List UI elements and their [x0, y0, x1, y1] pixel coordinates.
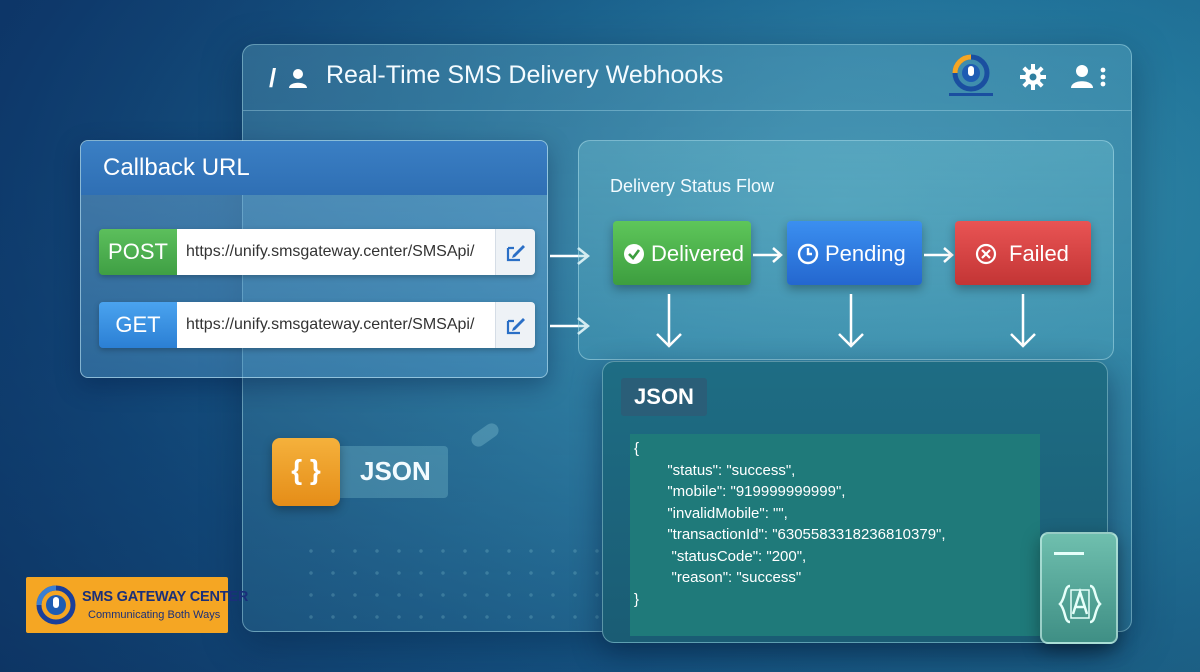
get-url-field[interactable]: https://unify.smsgateway.center/SMSApi/: [177, 302, 495, 348]
slash-icon: /: [269, 63, 277, 93]
arrow-right-icon: [550, 247, 591, 265]
braces-icon: { }: [272, 438, 340, 506]
json-line: "transactionId": "6305583318236810379",: [634, 526, 946, 543]
code-document-icon: [1040, 532, 1118, 644]
clock-icon: [797, 243, 819, 265]
callback-url-panel: Callback URL POST https://unify.smsgatew…: [80, 140, 548, 378]
status-flow-title: Delivery Status Flow: [610, 176, 775, 196]
json-line: }: [634, 590, 640, 608]
account-icon[interactable]: [1069, 63, 1095, 89]
user-icon: [289, 69, 307, 88]
document-bar: [1054, 552, 1084, 555]
arrow-right-icon: [550, 317, 591, 335]
json-badge: { } JSON: [272, 438, 448, 506]
gear-icon[interactable]: [1019, 63, 1047, 91]
api-braces-icon: [1058, 584, 1102, 624]
delivery-status-panel: Delivery Status Flow Delivered Pending F…: [578, 140, 1114, 360]
edit-icon: [506, 245, 525, 262]
arrow-down-icon: [656, 294, 682, 348]
json-badge-label: JSON: [360, 456, 431, 486]
get-method-button[interactable]: GET: [99, 302, 177, 348]
post-method-button[interactable]: POST: [99, 229, 177, 275]
post-url-field[interactable]: https://unify.smsgateway.center/SMSApi/: [177, 229, 495, 275]
arrow-right-icon: [924, 247, 954, 263]
json-tab[interactable]: JSON: [621, 378, 707, 416]
edit-icon: [506, 318, 525, 335]
json-line: {: [634, 440, 640, 457]
get-url-row: GET https://unify.smsgateway.center/SMSA…: [99, 302, 535, 348]
post-url-row: POST https://unify.smsgateway.center/SMS…: [99, 229, 535, 275]
arrow-down-icon: [1010, 294, 1036, 348]
sms-gateway-logo-icon: [949, 54, 993, 96]
json-line: "statusCode": "200",: [634, 547, 807, 565]
status-pending[interactable]: Pending: [787, 221, 922, 285]
status-failed-label: Failed: [1009, 241, 1069, 266]
check-circle-icon: [624, 244, 644, 264]
arrow-right-icon: [753, 247, 783, 263]
status-delivered-label: Delivered: [651, 241, 744, 266]
json-line: "invalidMobile": "",: [634, 504, 788, 522]
brand-logo: SMS GATEWAY CENTER Communicating Both Wa…: [26, 577, 248, 633]
json-line: "reason": "success": [634, 569, 802, 586]
get-edit-button[interactable]: [495, 302, 535, 348]
sms-gateway-logo-icon: [36, 585, 76, 625]
title-bar: / Real-Time SMS Delivery Webhooks: [243, 45, 1131, 111]
status-pending-label: Pending: [825, 241, 906, 266]
brand-tagline: Communicating Both Ways: [88, 609, 221, 621]
post-edit-button[interactable]: [495, 229, 535, 275]
status-delivered[interactable]: Delivered: [613, 221, 751, 285]
arrow-down-icon: [838, 294, 864, 348]
json-payload-panel: JSON { "status": "success", "mobile": "9…: [602, 361, 1108, 643]
window-title: Real-Time SMS Delivery Webhooks: [326, 61, 724, 89]
callback-title: Callback URL: [103, 154, 250, 181]
brand-name: SMS GATEWAY CENTER: [82, 589, 249, 605]
json-code-block: { "status": "success", "mobile": "919999…: [630, 434, 1040, 636]
status-failed[interactable]: Failed: [955, 221, 1091, 285]
x-circle-icon: [975, 243, 997, 265]
more-options-icon[interactable]: [1099, 65, 1107, 89]
json-badge-background: [328, 446, 448, 498]
json-line: "status": "success",: [634, 461, 796, 479]
json-line: "mobile": "919999999999",: [634, 483, 846, 500]
callback-header: Callback URL: [81, 141, 547, 195]
